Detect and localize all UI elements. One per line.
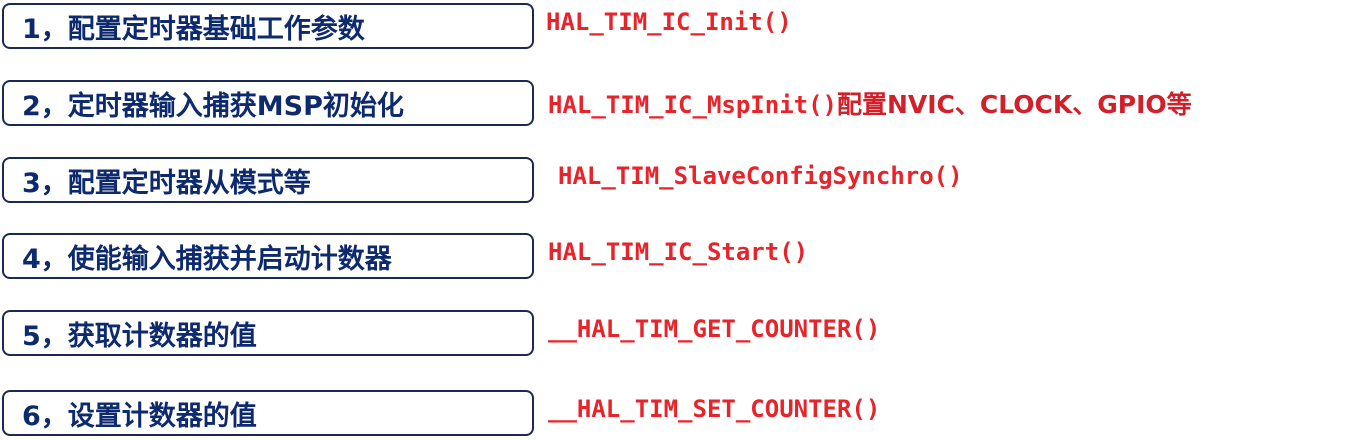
step-box-5: 5，获取计数器的值 bbox=[2, 310, 534, 356]
step-label-1: 1，配置定时器基础工作参数 bbox=[22, 13, 365, 45]
api-call-1: HAL_TIM_IC_Init() bbox=[546, 8, 792, 36]
step-row-4: 4，使能输入捕获并启动计数器 HAL_TIM_IC_Start() bbox=[0, 233, 1354, 283]
step-label-5: 5，获取计数器的值 bbox=[22, 320, 257, 352]
step-row-5: 5，获取计数器的值 __HAL_TIM_GET_COUNTER() bbox=[0, 310, 1354, 360]
api-name-5: __HAL_TIM_GET_COUNTER() bbox=[548, 315, 881, 343]
api-call-3: HAL_TIM_SlaveConfigSynchro() bbox=[558, 162, 963, 190]
step-label-2: 2，定时器输入捕获MSP初始化 bbox=[22, 90, 404, 122]
step-label-4: 4，使能输入捕获并启动计数器 bbox=[22, 243, 392, 275]
api-name-2: HAL_TIM_IC_MspInit() bbox=[548, 91, 837, 119]
step-row-1: 1，配置定时器基础工作参数 HAL_TIM_IC_Init() bbox=[0, 3, 1354, 53]
step-label-3: 3，配置定时器从模式等 bbox=[22, 167, 311, 199]
api-name-3: HAL_TIM_SlaveConfigSynchro() bbox=[558, 162, 963, 190]
step-box-3: 3，配置定时器从模式等 bbox=[2, 157, 534, 203]
step-box-1: 1，配置定时器基础工作参数 bbox=[2, 3, 534, 49]
api-call-4: HAL_TIM_IC_Start() bbox=[548, 238, 808, 266]
api-note-2: 配置NVIC、CLOCK、GPIO等 bbox=[836, 90, 1192, 119]
step-box-6: 6，设置计数器的值 bbox=[2, 390, 534, 436]
step-row-3: 3，配置定时器从模式等 HAL_TIM_SlaveConfigSynchro() bbox=[0, 157, 1354, 207]
api-call-6: __HAL_TIM_SET_COUNTER() bbox=[548, 395, 880, 423]
api-call-5: __HAL_TIM_GET_COUNTER() bbox=[548, 315, 880, 343]
step-box-2: 2，定时器输入捕获MSP初始化 bbox=[2, 80, 534, 126]
api-name-1: HAL_TIM_IC_Init() bbox=[546, 8, 792, 36]
step-row-2: 2，定时器输入捕获MSP初始化 HAL_TIM_IC_MspInit()配置NV… bbox=[0, 80, 1354, 130]
api-name-6: __HAL_TIM_SET_COUNTER() bbox=[548, 395, 881, 423]
step-box-4: 4，使能输入捕获并启动计数器 bbox=[2, 233, 534, 279]
step-label-6: 6，设置计数器的值 bbox=[22, 400, 257, 432]
step-row-6: 6，设置计数器的值 __HAL_TIM_SET_COUNTER() bbox=[0, 390, 1354, 440]
api-name-4: HAL_TIM_IC_Start() bbox=[548, 238, 809, 266]
api-call-2: HAL_TIM_IC_MspInit()配置NVIC、CLOCK、GPIO等 bbox=[548, 85, 1192, 121]
